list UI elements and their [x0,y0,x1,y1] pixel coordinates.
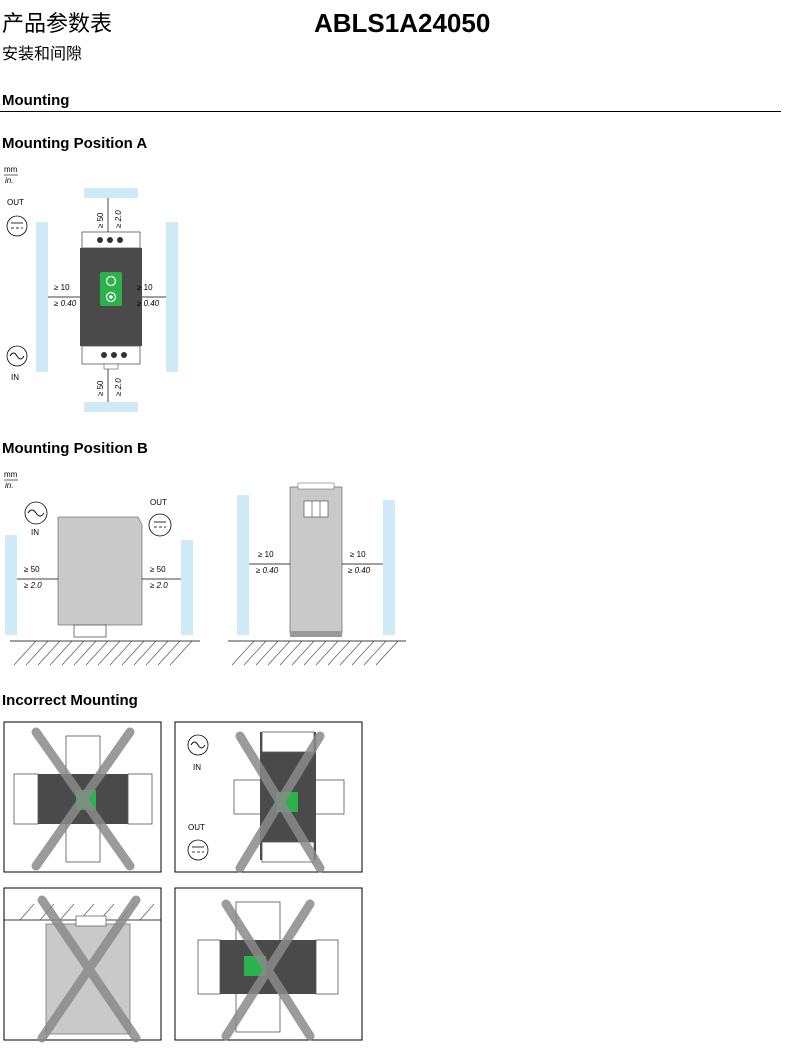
dc-out-icon-c [187,839,209,861]
clear-b2-right-mm: ≥ 10 [350,550,366,559]
diagram-incorrect: IN OUT [3,721,363,1043]
heading-position-a: Mounting Position A [2,135,148,152]
cross-mark-4 [221,899,315,1041]
heading-incorrect: Incorrect Mounting [2,692,138,709]
right-wall [166,222,178,372]
right-wall-b [181,540,193,635]
unit-in: in. [5,176,13,185]
clear-b-right-in: ≥ 2.0 [150,581,168,590]
label-out-a: OUT [7,198,24,207]
cross-mark-2 [235,731,325,873]
status-panel [100,272,122,306]
unit-in-b: in. [5,481,13,490]
heading-position-b: Mounting Position B [2,440,148,457]
dc-out-icon-b [148,513,172,537]
clear-b2-left-in: ≥ 0.40 [256,566,279,575]
unit-mm: mm [4,165,18,174]
cross-mark-3 [37,895,141,1043]
clear-left-mm: ≥ 10 [54,283,70,292]
label-in-b: IN [31,528,39,537]
clear-bottom-mm: ≥ 50 [96,380,105,396]
clear-b2-left-mm: ≥ 10 [258,550,274,559]
clear-top-in: ≥ 2.0 [114,210,123,228]
label-in-c: IN [193,763,201,772]
dc-out-icon [6,215,28,237]
label-out-c: OUT [188,823,205,832]
floor-hatch-right [231,640,399,666]
left-wall [36,222,48,372]
clear-b-right-mm: ≥ 50 [150,565,166,574]
unit-mm-b: mm [4,470,18,479]
doc-subtitle-cn: 安装和间隙 [2,46,83,63]
left-wall-b2 [237,495,249,635]
doc-title-cn: 产品参数表 [2,11,113,36]
clear-b-left-in: ≥ 2.0 [24,581,42,590]
label-in-a: IN [11,373,19,382]
clear-top-mm: ≥ 50 [96,212,105,228]
left-wall-b [5,535,17,635]
clear-left-in: ≥ 0.40 [54,299,77,308]
top-clearance-bar [84,188,138,198]
cross-mark-1 [31,727,135,871]
clear-bottom-in: ≥ 2.0 [114,378,123,396]
clear-b-left-mm: ≥ 50 [24,565,40,574]
bottom-clearance-bar [84,402,138,412]
device-side-view [57,516,143,626]
clear-right-in: ≥ 0.40 [137,299,160,308]
clear-right-mm: ≥ 10 [137,283,153,292]
clear-b2-right-in: ≥ 0.40 [348,566,371,575]
label-out-b: OUT [150,498,167,507]
section-rule [0,111,781,112]
model-number: ABLS1A24050 [314,8,491,38]
diagram-position-a: mm in. OUT IN ≥ 50 ≥ 2.0 ≥ 50 ≥ 2.0 ≥ 10… [4,165,178,412]
diagram-position-b: mm in. IN OUT ≥ 50 ≥ 2.0 ≥ 50 ≥ 2.0 ≥ 10… [4,470,406,666]
right-wall-b2 [383,500,395,635]
floor-hatch-left [13,640,193,666]
section-heading-mounting: Mounting [2,92,70,109]
